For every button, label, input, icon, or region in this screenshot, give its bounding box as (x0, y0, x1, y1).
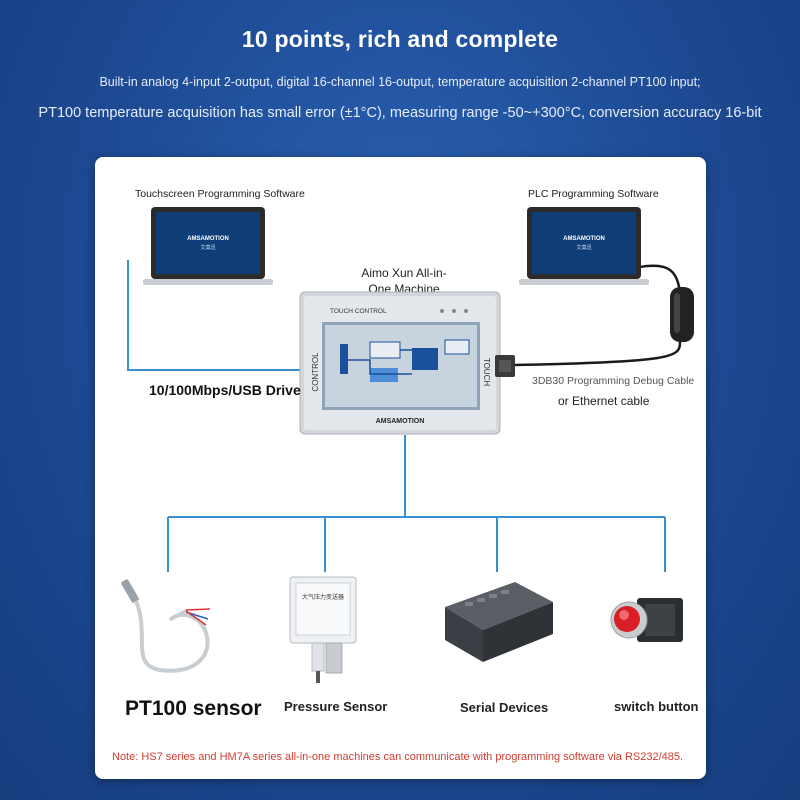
feature-line-2: PT100 temperature acquisition has small … (38, 105, 762, 121)
laptop-right-brand: AMSAMOTION (563, 236, 605, 242)
pressure-sensor-text: 大气压力变送器 (302, 593, 344, 601)
push-button-icon (610, 598, 683, 642)
device-label-pressure: Pressure Sensor (284, 699, 388, 714)
hmi-machine-icon: TOUCH CONTROL CONTROL TOUCH AMSAMOTION (299, 291, 501, 435)
laptop-right-icon: AMSAMOTION 艾莫迅 (519, 207, 649, 285)
machine-side-right: TOUCH (482, 358, 491, 387)
machine-side-left: CONTROL (311, 352, 320, 392)
left-link-label: 10/100Mbps/USB Drive (149, 382, 301, 398)
db9-connector-icon (495, 355, 515, 377)
right-link-label-1: 3DB30 Programming Debug Cable (532, 375, 695, 387)
laptop-left-brand-sub: 艾莫迅 (200, 244, 215, 251)
pressure-sensor-icon: 大气压力变送器 (289, 576, 357, 683)
plc-module-icon (445, 582, 553, 662)
page-title: 10 points, rich and complete (241, 26, 559, 52)
device-label-pt100: PT100 sensor (125, 697, 262, 720)
laptop-left-brand: AMSAMOTION (187, 236, 229, 242)
diagram-panel: Touchscreen Programming Software AMSAMOT… (95, 157, 706, 779)
connector-lines (127, 260, 682, 572)
plc-software-label: PLC Programming Software (528, 188, 659, 200)
machine-brand: AMSAMOTION (376, 418, 425, 425)
footnote: Note: HS7 series and HM7A series all-in-… (112, 751, 684, 763)
device-label-switch: switch button (614, 699, 699, 714)
laptop-right-brand-sub: 艾莫迅 (576, 244, 591, 251)
device-label-serial: Serial Devices (460, 700, 549, 715)
laptop-left-icon: AMSAMOTION 艾莫迅 (143, 207, 273, 285)
touchscreen-software-label: Touchscreen Programming Software (135, 188, 305, 200)
machine-title: TOUCH CONTROL (330, 308, 387, 315)
cable-adapter-icon (670, 287, 694, 342)
pt100-sensor-icon (121, 579, 211, 673)
right-link-label-2: or Ethernet cable (558, 394, 650, 408)
feature-line-1: Built-in analog 4-input 2-output, digita… (99, 75, 701, 89)
